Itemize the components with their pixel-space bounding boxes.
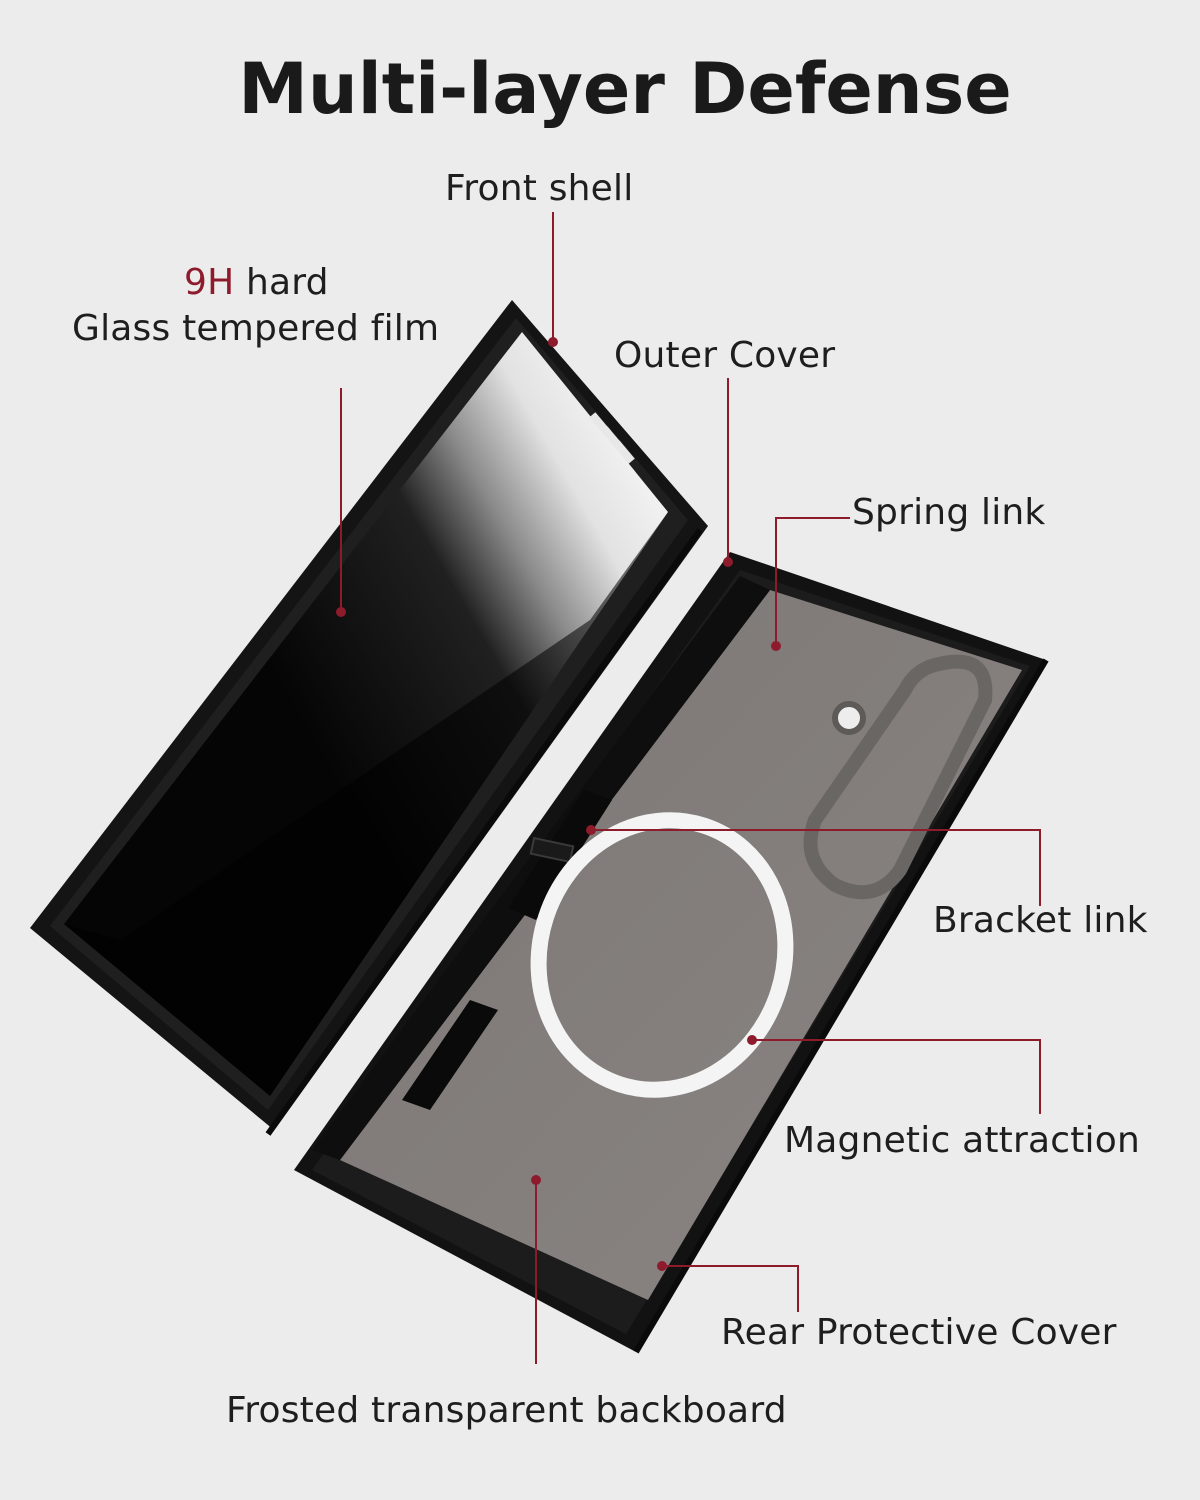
label-outer-cover: Outer Cover xyxy=(614,335,836,376)
label-glass-film-line1: 9H hard xyxy=(184,262,329,303)
outer-cover xyxy=(294,552,1049,1354)
label-front-shell: Front shell xyxy=(445,168,634,209)
camera-hole xyxy=(832,701,866,735)
label-magnetic-attraction: Magnetic attraction xyxy=(784,1120,1140,1161)
leader-magnetic xyxy=(752,1039,1041,1114)
page-title: Multi-layer Defense xyxy=(238,48,1012,130)
camera-cutout xyxy=(803,654,993,900)
leader-rear-cover xyxy=(662,1265,799,1312)
label-frosted-backboard: Frosted transparent backboard xyxy=(226,1390,787,1431)
leader-bracket-link xyxy=(591,829,1041,906)
bracket-link-pin xyxy=(529,836,575,864)
label-bracket-link: Bracket link xyxy=(933,900,1148,941)
label-hard: hard xyxy=(234,262,329,303)
dot-outer-cover xyxy=(723,557,733,567)
label-9h-highlight: 9H xyxy=(184,262,235,303)
magnetic-ring xyxy=(530,812,794,1098)
label-glass-film-line2: Glass tempered film xyxy=(72,308,440,349)
dot-spring-link xyxy=(771,641,781,651)
front-shell xyxy=(30,300,708,1136)
dot-glass-film xyxy=(336,607,346,617)
dot-backboard xyxy=(531,1175,541,1185)
leader-lines xyxy=(340,212,1041,1364)
speaker-slots xyxy=(589,412,635,464)
lower-hinge-block xyxy=(402,1000,498,1110)
leader-dots xyxy=(336,337,781,1271)
dot-front-shell xyxy=(548,337,558,347)
dot-bracket-link xyxy=(586,825,596,835)
dot-magnetic xyxy=(747,1035,757,1045)
label-rear-protective-cover: Rear Protective Cover xyxy=(721,1312,1117,1353)
leader-spring-link xyxy=(775,517,850,646)
label-spring-link: Spring link xyxy=(852,492,1046,533)
glass-reflection xyxy=(64,512,668,1096)
dot-rear-cover xyxy=(657,1261,667,1271)
